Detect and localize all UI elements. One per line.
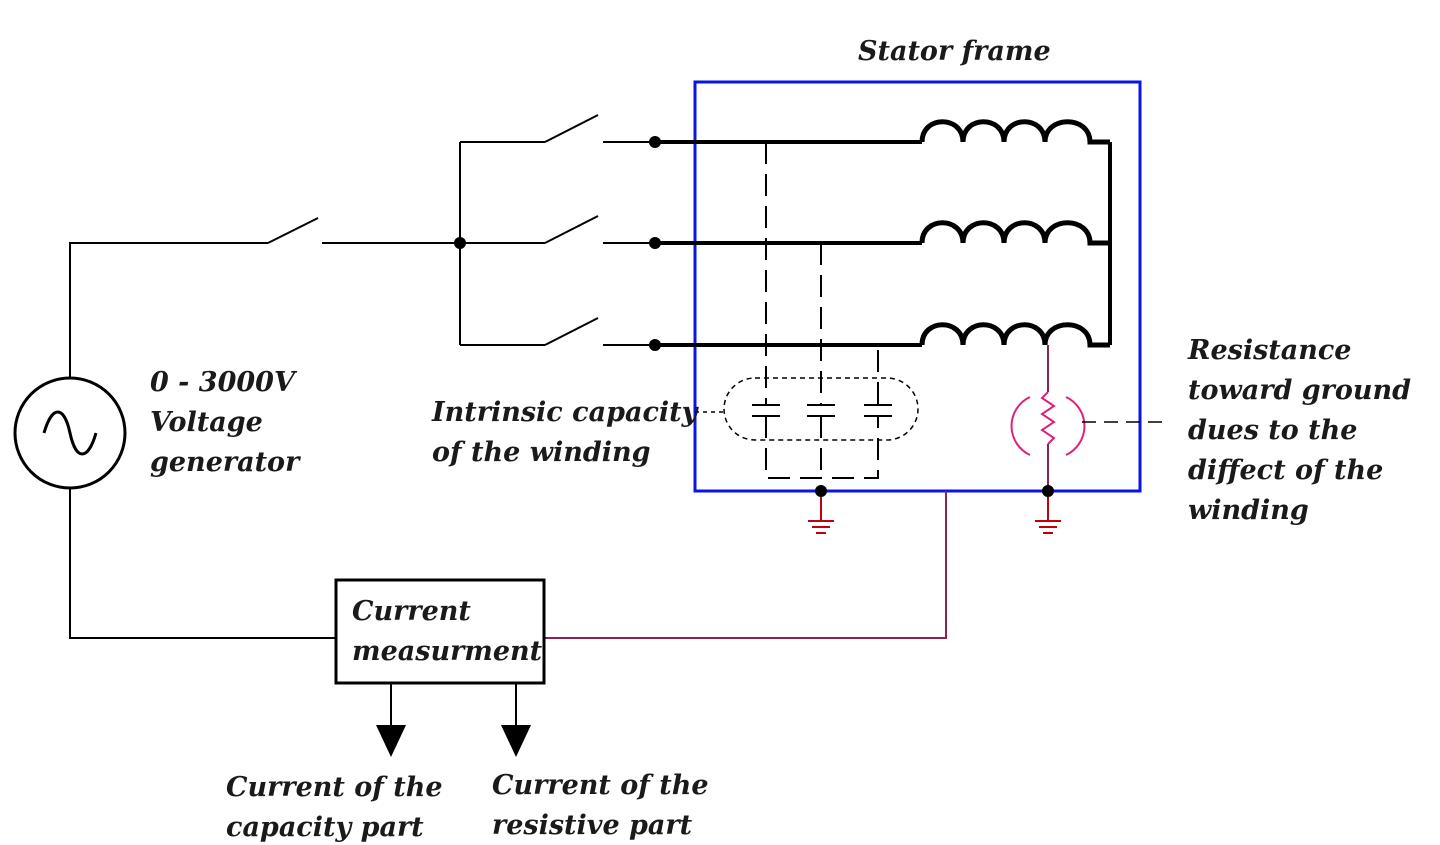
resistance-label: Resistance toward ground dues to the dif… [1187,335,1411,526]
intrinsic-capacity-label: Intrinsic capacity of the winding [431,397,700,468]
svg-text:resistive part: resistive part [492,810,693,841]
svg-text:measurment: measurment [352,636,543,667]
supply-wiring [69,114,655,378]
inductor-icon [919,119,1112,348]
resistive-current-label: Current of the resistive part [492,770,709,841]
svg-text:Voltage: Voltage [150,407,263,438]
svg-text:toward ground: toward ground [1188,375,1411,406]
stator-frame-label: Stator frame [858,36,1051,67]
arrow-down-icon [501,683,531,757]
svg-text:Intrinsic capacity: Intrinsic capacity [431,397,700,428]
ac-source-icon [13,376,127,490]
ground-icon [1035,497,1061,534]
svg-text:diffect of the: diffect of the [1188,455,1383,486]
svg-text:Current of the: Current of the [492,770,709,801]
ground-icon [808,497,834,534]
svg-text:Resistance: Resistance [1187,335,1352,366]
resistor-icon [1010,345,1086,497]
svg-text:dues to the: dues to the [1188,415,1357,446]
generator-return-wire [69,488,336,639]
phase-conductors [649,136,922,351]
svg-text:winding: winding [1188,495,1309,526]
svg-text:Current of the: Current of the [226,772,443,803]
svg-text:0 - 3000V: 0 - 3000V [150,367,298,398]
current-measurement-label: Current measurment [352,596,543,667]
svg-text:generator: generator [150,447,301,478]
arrow-down-icon [376,683,406,757]
capacitor-icon [752,404,892,497]
capacity-current-label: Current of the capacity part [226,772,443,843]
frame-return-wire [545,491,947,639]
stator-frame [693,80,1142,493]
current-measurement-box [334,578,546,685]
intrinsic-capacity-network [723,142,919,441]
generator-label: 0 - 3000V Voltage generator [150,367,301,478]
svg-text:capacity part: capacity part [226,812,424,843]
svg-text:of the winding: of the winding [432,437,650,468]
svg-text:Current: Current [352,596,471,627]
